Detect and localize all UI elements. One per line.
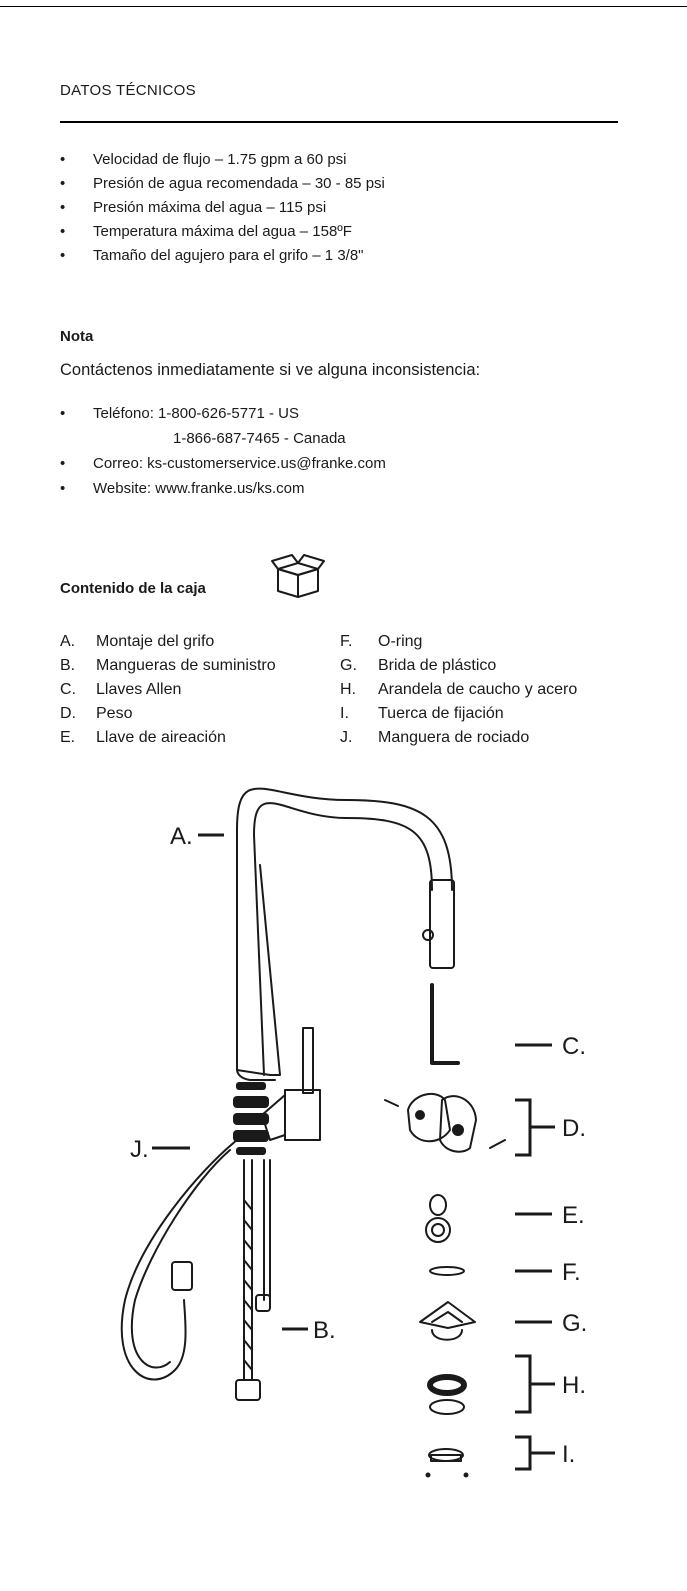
label-c: C. <box>562 1033 586 1060</box>
parts-diagram: A. B. C. D. E. F. G. H. I. J. <box>120 787 587 1478</box>
supply-hoses-illustration <box>235 1159 271 1401</box>
list-item: E.Llave de aireación <box>60 729 226 746</box>
label-j: J. <box>130 1136 149 1163</box>
steel-washer-illustration <box>429 1399 465 1415</box>
label-g: G. <box>562 1310 587 1337</box>
website-link[interactable]: Website: www.franke.us/ks.com <box>93 480 305 497</box>
bracket-d <box>515 1098 555 1157</box>
label-f: F. <box>562 1259 581 1286</box>
mounting-nut-illustration <box>425 1448 469 1478</box>
aerator-key-illustration <box>425 1194 451 1243</box>
parts-list-right: F.O-ring G.Brida de plástico H.Arandela … <box>340 630 577 750</box>
specs-list: •Velocidad de flujo – 1.75 gpm a 60 psi … <box>60 148 385 268</box>
label-h: H. <box>562 1372 586 1399</box>
top-rule <box>0 6 687 7</box>
phone-us: Teléfono: 1-800-626-5771 - US <box>93 405 299 422</box>
label-b: B. <box>313 1317 336 1344</box>
spec-hole-size: Tamaño del agujero para el grifo – 1 3/8… <box>93 247 364 264</box>
phone-canada: 1-866-687-7465 - Canada <box>173 430 346 447</box>
bracket-i <box>515 1435 555 1471</box>
spec-max-pressure: Presión máxima del agua – 115 psi <box>93 199 327 216</box>
list-item: C.Llaves Allen <box>60 681 182 698</box>
plastic-flange-illustration <box>419 1301 476 1341</box>
specs-title: DATOS TÉCNICOS <box>60 82 196 99</box>
label-i: I. <box>562 1441 575 1468</box>
rubber-washer-illustration <box>427 1374 467 1396</box>
email-link[interactable]: Correo: ks-customerservice.us@franke.com <box>93 455 386 472</box>
list-item: A.Montaje del grifo <box>60 633 215 650</box>
list-item: •Website: www.franke.us/ks.com <box>60 480 305 497</box>
faucet-collar-illustration <box>233 1082 269 1155</box>
list-item: F.O-ring <box>340 633 423 650</box>
label-a: A. <box>170 823 193 850</box>
list-item: •Tamaño del agujero para el grifo – 1 3/… <box>60 247 364 264</box>
faucet-assembly-illustration <box>236 787 455 1141</box>
list-item: •Velocidad de flujo – 1.75 gpm a 60 psi <box>60 151 347 168</box>
spray-hose-illustration <box>120 1139 238 1381</box>
spec-max-temperature: Temperatura máxima del agua – 158ºF <box>93 223 352 240</box>
list-item: •Temperatura máxima del agua – 158ºF <box>60 223 352 240</box>
list-item: B.Mangueras de suministro <box>60 657 276 674</box>
parts-list-left: A.Montaje del grifo B.Mangueras de sumin… <box>60 630 276 750</box>
list-item: G.Brida de plástico <box>340 657 497 674</box>
list-item: H.Arandela de caucho y acero <box>340 681 578 698</box>
label-e: E. <box>562 1202 585 1229</box>
box-contents-title: Contenido de la caja <box>60 580 206 597</box>
specs-divider <box>60 121 618 123</box>
allen-key-illustration <box>430 983 460 1065</box>
list-item: •Correo: ks-customerservice.us@franke.co… <box>60 455 386 472</box>
list-item: J.Manguera de rociado <box>340 729 530 746</box>
note-text: Contáctenos inmediatamente si ve alguna … <box>60 361 481 379</box>
spec-flow-rate: Velocidad de flujo – 1.75 gpm a 60 psi <box>93 151 347 168</box>
weight-illustration <box>384 1092 506 1153</box>
list-item: •Presión de agua recomendada – 30 - 85 p… <box>60 175 385 192</box>
spec-recommended-pressure: Presión de agua recomendada – 30 - 85 ps… <box>93 175 385 192</box>
note-title: Nota <box>60 328 94 345</box>
label-d: D. <box>562 1115 586 1142</box>
list-item: I.Tuerca de fijación <box>340 705 504 722</box>
bracket-h <box>515 1354 555 1414</box>
box-icon <box>271 554 325 598</box>
list-item: •Presión máxima del agua – 115 psi <box>60 199 327 216</box>
o-ring-illustration <box>429 1266 465 1276</box>
list-item: D.Peso <box>60 705 133 722</box>
